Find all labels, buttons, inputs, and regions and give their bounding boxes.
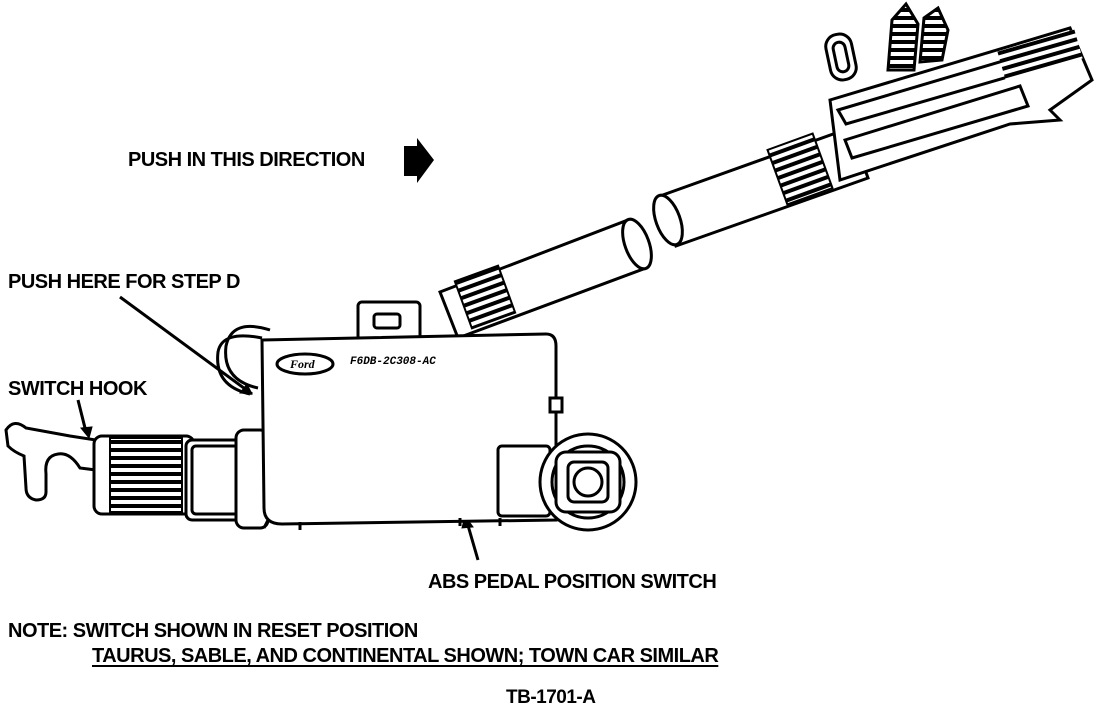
ribbed-cylinder xyxy=(92,428,270,530)
label-abs-pedal-position-switch: ABS PEDAL POSITION SWITCH xyxy=(428,571,717,593)
leader-push-here xyxy=(119,295,253,396)
label-switch-hook: SWITCH HOOK xyxy=(8,378,147,400)
leader-abs-switch xyxy=(465,521,480,561)
round-connector xyxy=(538,432,638,532)
leader-switch-hook xyxy=(76,399,88,433)
figure-id: TB-1701-A xyxy=(506,687,596,708)
rod-grip-upper xyxy=(766,132,834,206)
note-line-1: NOTE: SWITCH SHOWN IN RESET POSITION xyxy=(8,620,418,642)
part-number-marking: F6DB-2C308-AC xyxy=(350,356,436,368)
switch-plunger-housing xyxy=(216,300,422,396)
ford-logo-text: Ford xyxy=(290,357,315,371)
switch-hook xyxy=(4,422,98,502)
label-push-direction: PUSH IN THIS DIRECTION xyxy=(128,149,365,171)
label-push-here-step-d: PUSH HERE FOR STEP D xyxy=(8,271,240,293)
ford-logo-icon xyxy=(275,352,335,376)
rod-upper xyxy=(652,126,870,248)
leader-lines xyxy=(76,295,480,561)
rod-grip-lower xyxy=(453,264,517,330)
rod-lower xyxy=(438,217,653,340)
pedal-bracket-clip xyxy=(824,1,1094,182)
note-line-2: TAURUS, SABLE, AND CONTINENTAL SHOWN; TO… xyxy=(92,645,719,667)
direction-arrow-icon xyxy=(404,138,434,183)
switch-body xyxy=(260,332,564,530)
